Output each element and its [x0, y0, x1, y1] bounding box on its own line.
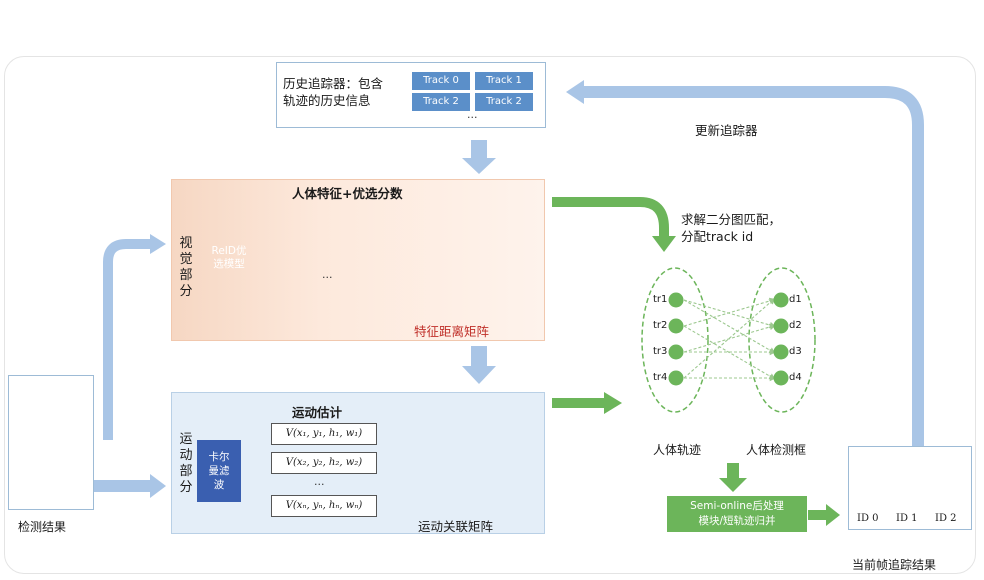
post-line1: Semi-online后处理	[690, 500, 784, 512]
matching-label-line2: 分配track id	[681, 229, 754, 244]
bipartite-edge	[683, 325, 776, 380]
post-to-result-arrowhead	[826, 504, 840, 526]
visual-to-matching-arrowhead	[652, 236, 676, 252]
track-node-label: tr2	[653, 320, 668, 331]
detection-node	[773, 318, 789, 334]
visual-panel-title: 人体特征+优选分数	[292, 186, 403, 201]
det-node-label: d1	[789, 294, 802, 305]
visual-to-matching-arrow	[552, 197, 669, 238]
detection-to-visual-arrowhead	[150, 234, 166, 254]
track-node	[668, 292, 684, 308]
detection-results-label: 检测结果	[18, 520, 67, 534]
history-tracker-label: 历史追踪器：包含 轨迹的历史信息	[283, 75, 413, 109]
track-cell: Track 2	[412, 93, 470, 111]
post-line2: 模块/短轨迹归并	[698, 515, 776, 527]
matching-label: 求解二分图匹配， 分配track id	[681, 211, 781, 245]
matching-label-line1: 求解二分图匹配，	[681, 212, 782, 227]
detection-to-visual-arrow	[103, 239, 152, 440]
bipartite-edge	[683, 323, 777, 353]
detection-results-box	[8, 375, 94, 510]
tracks-label: 人体轨迹	[653, 443, 702, 457]
motion-side-label: 运动部分	[179, 432, 193, 495]
bipartite-edge	[683, 299, 776, 354]
bipartite-nodes	[668, 292, 789, 386]
track-cell: Track 2	[475, 93, 533, 111]
motion-matrix-label: 运动关联矩阵	[418, 519, 494, 534]
result-id-label: ID 0	[857, 513, 879, 524]
kalman-filter-box: 卡尔曼滤波	[197, 440, 241, 502]
track-cell: Track 1	[475, 72, 533, 90]
motion-equation: V(x₁, y₁, h₁, w₁)	[271, 423, 377, 445]
current-frame-result-box	[848, 446, 972, 530]
update-loop-arrowhead	[566, 80, 584, 104]
detection-to-motion-arrow-shaft	[94, 480, 150, 492]
feature-ellipsis: ...	[322, 268, 333, 281]
matching-to-post-arrowhead	[719, 478, 747, 492]
track-node-label: tr1	[653, 294, 668, 305]
history-down-arrow-head	[462, 158, 496, 174]
det-node-label: d3	[789, 346, 802, 357]
det-node-label: d2	[789, 320, 802, 331]
motion-panel-title: 运动估计	[292, 405, 343, 420]
motion-equation: V(xₙ, yₙ, hₙ, wₙ)	[271, 495, 377, 517]
tracks-ellipse	[641, 267, 709, 413]
visual-side-label: 视觉部分	[179, 236, 193, 299]
visual-panel	[171, 179, 545, 341]
detections-label: 人体检测框	[746, 443, 807, 457]
reid-model-label: ReID优选模型	[211, 245, 247, 270]
track-node	[668, 370, 684, 386]
track-node	[668, 344, 684, 360]
detection-to-motion-arrowhead	[150, 474, 166, 498]
motion-to-matching-arrow-shaft	[552, 398, 606, 408]
post-processing-box: Semi-online后处理 模块/短轨迹归并	[667, 496, 807, 532]
history-label-line1: 历史追踪器：包含	[283, 76, 384, 91]
matching-to-post-arrow-shaft	[727, 463, 739, 479]
history-ellipsis: ...	[467, 108, 478, 121]
history-label-line2: 轨迹的历史信息	[283, 93, 371, 108]
result-id-label: ID 1	[896, 513, 918, 524]
update-tracker-label: 更新追踪器	[695, 123, 758, 138]
feature-matrix-label: 特征距离矩阵	[414, 324, 490, 339]
bipartite-edges	[683, 297, 777, 382]
result-id-label: ID 2	[935, 513, 957, 524]
bipartite-edge	[683, 297, 777, 327]
track-cell: Track 0	[412, 72, 470, 90]
detection-node	[773, 292, 789, 308]
visual-down-arrow-shaft	[471, 346, 487, 366]
history-down-arrow-shaft	[471, 140, 487, 158]
track-node-label: tr3	[653, 346, 668, 357]
det-node-label: d4	[789, 372, 802, 383]
post-to-result-arrow-shaft	[808, 510, 828, 520]
detections-ellipse	[748, 267, 816, 413]
kalman-filter-label: 卡尔曼滤波	[208, 451, 230, 491]
motion-to-matching-arrowhead	[604, 392, 622, 414]
detection-node	[773, 370, 789, 386]
motion-ellipsis: ...	[314, 475, 325, 488]
motion-equation: V(x₂, y₂, h₂, w₂)	[271, 452, 377, 474]
track-node-label: tr4	[653, 372, 668, 383]
current-frame-result-label: 当前帧追踪结果	[852, 558, 937, 572]
visual-down-arrow-head	[462, 366, 496, 384]
update-loop-arrow	[580, 86, 924, 446]
track-node	[668, 318, 684, 334]
detection-node	[773, 344, 789, 360]
